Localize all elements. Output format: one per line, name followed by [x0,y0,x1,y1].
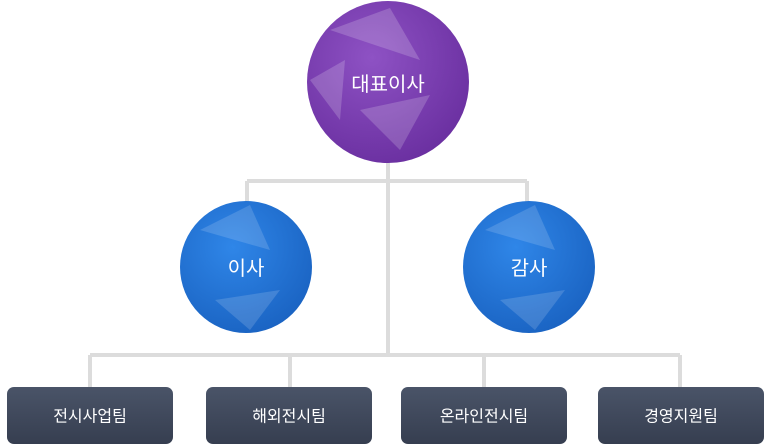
team-box-1-bg [7,387,173,444]
node-auditor: 감사 [463,201,595,333]
node-ceo-label: 대표이사 [351,72,425,96]
team-box-1-label: 전시사업팀 [53,407,127,426]
node-auditor-label: 감사 [511,256,548,280]
team-box-4-label: 경영지원팀 [644,407,718,426]
node-ceo-circle [307,1,469,163]
team-box-2-bg [206,387,372,444]
team-box-3-label: 온라인전시팀 [440,407,528,426]
team-box-4: 경영지원팀 [598,387,764,444]
team-box-3: 온라인전시팀 [401,387,567,444]
team-box-2: 해외전시팀 [206,387,372,444]
node-auditor-facets [485,205,565,330]
node-director-circle [180,201,312,333]
team-box-3-bg [401,387,567,444]
team-box-2-label: 해외전시팀 [252,407,326,426]
node-director: 이사 [180,201,312,333]
connectors [88,160,682,388]
team-box-1: 전시사업팀 [7,387,173,444]
node-director-label: 이사 [228,256,265,280]
node-auditor-circle [463,201,595,333]
node-ceo: 대표이사 [307,1,469,163]
node-director-facets [200,205,280,330]
node-ceo-facets [310,8,430,150]
team-box-4-bg [598,387,764,444]
